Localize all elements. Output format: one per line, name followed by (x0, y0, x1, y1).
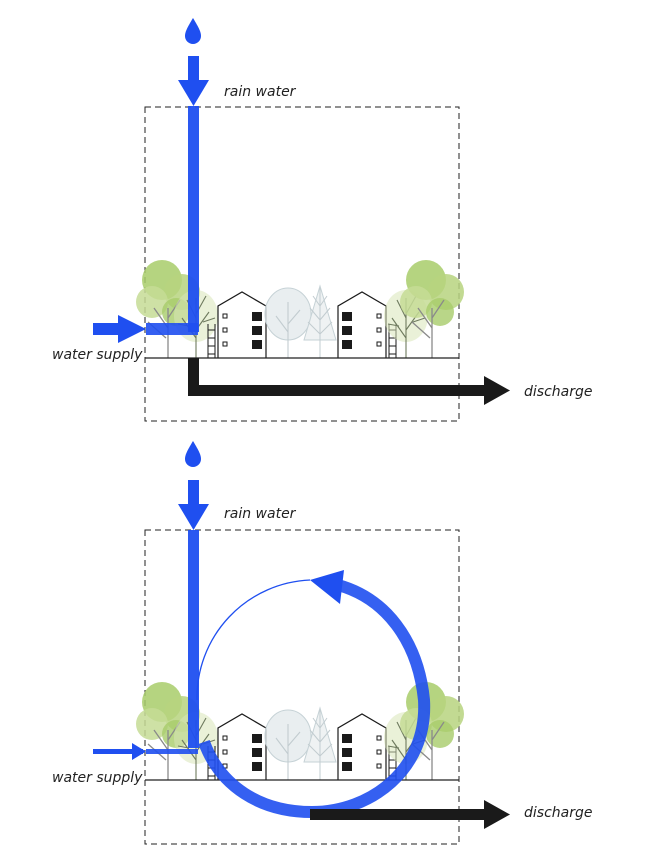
rain-water-arrowhead (178, 504, 209, 530)
landscape-scene (136, 260, 464, 358)
site-boundary (144, 106, 460, 422)
water-supply-label: water supply (52, 347, 143, 363)
discharge-arrowhead (484, 376, 510, 405)
rain-water-arrow (188, 56, 199, 82)
discharge-channel (188, 358, 199, 396)
recycle-arrowhead (310, 570, 344, 604)
rain-water-arrowhead (178, 80, 209, 106)
raindrop-icon (185, 441, 201, 467)
water-supply-arrow (93, 749, 143, 754)
diagram-linear: rain water water supply discharge (52, 18, 592, 422)
rain-water-arrow (188, 480, 199, 506)
water-supply-label: water supply (52, 770, 143, 786)
discharge-arrow (310, 809, 485, 820)
discharge-label: discharge (524, 384, 592, 400)
water-supply-channel (146, 749, 198, 754)
site-boundary (144, 529, 460, 845)
water-supply-channel (146, 323, 198, 335)
water-supply-arrowhead (118, 315, 146, 343)
recycle-loop (198, 579, 431, 819)
discharge-arrow (188, 385, 485, 396)
discharge-arrowhead (484, 800, 510, 829)
water-supply-arrowhead (132, 743, 146, 760)
raindrop-icon (185, 18, 201, 44)
diagram-circular: rain water water supply discharge (52, 441, 592, 845)
rain-water-channel (188, 530, 199, 748)
rain-water-label: rain water (224, 506, 297, 522)
rain-water-label: rain water (224, 84, 297, 100)
discharge-label: discharge (524, 805, 592, 821)
rain-water-channel (188, 106, 199, 332)
landscape-scene (136, 682, 464, 780)
water-supply-arrow (93, 323, 119, 335)
recycle-arc-thin (196, 579, 311, 701)
